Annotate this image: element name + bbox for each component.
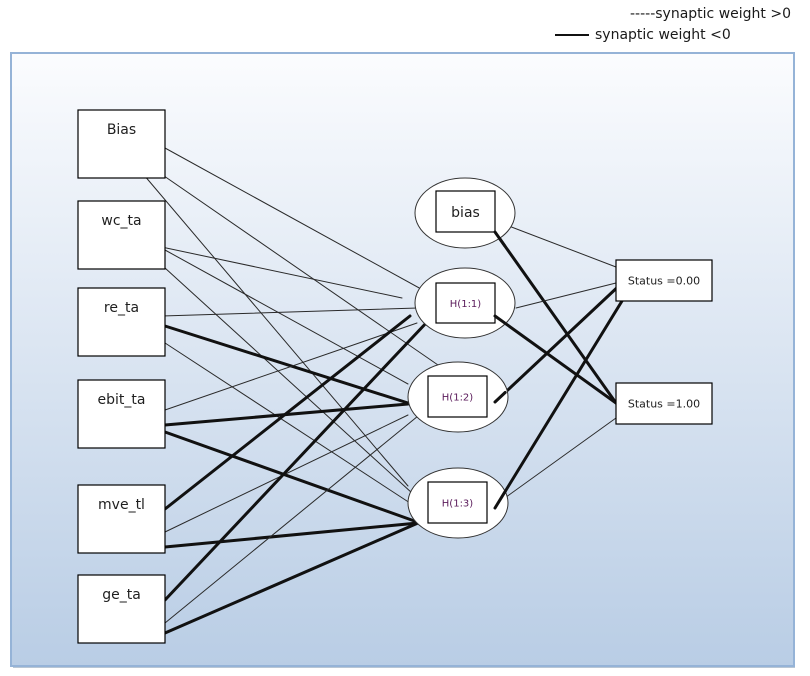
connection-in_wc_ta-to-h13-positive [164, 267, 413, 494]
output-node-out1: Status =1.00 [615, 382, 713, 425]
input-node-box [77, 287, 166, 357]
connection-overlay-h12-to-out0 [493, 390, 507, 404]
input-node-label: ebit_ta [98, 392, 146, 408]
connections-layer [137, 147, 624, 635]
hidden-node-label: H(1:2) [442, 392, 474, 403]
output-node-box [615, 259, 713, 302]
hidden-node-h13: H(1:3) [407, 467, 509, 539]
connection-in_wc_ta-to-h11-positive [137, 241, 403, 299]
connection-in_re_ta-to-h12-negative [163, 324, 410, 405]
input-node-label: ge_ta [102, 587, 141, 603]
connection-h12-to-out0-negative [493, 281, 624, 404]
output-node-label: Status =1.00 [628, 398, 700, 411]
hidden-node-box [435, 190, 496, 233]
output-node-label: Status =0.00 [628, 275, 700, 288]
hidden-node-box [427, 481, 488, 524]
input-node-box [77, 379, 166, 449]
connection-overlay-h13-to-out0 [493, 489, 507, 510]
connection-overlay-h11-to-out1 [493, 314, 507, 325]
connection-in_ebit_ta-to-h11-positive [164, 322, 418, 411]
input-node-ebit_ta: ebit_ta [77, 379, 166, 449]
hidden-node-box [427, 375, 488, 418]
input-node-mve_tl: mve_tl [77, 484, 166, 554]
connection-in_bias-to-h13-positive [137, 167, 409, 487]
connection-h_bias-to-out1-negative [493, 230, 618, 405]
input-node-wc_ta: wc_ta [77, 200, 166, 270]
legend-negative-weight: synaptic weight <0 [555, 27, 731, 43]
input-node-label: re_ta [104, 300, 139, 316]
legend-positive-label: -----synaptic weight >0 [630, 6, 791, 22]
connection-in_ge_ta-to-h11-negative [163, 319, 430, 602]
output-node-out0: Status =0.00 [615, 259, 713, 302]
hidden-node-box [435, 282, 496, 324]
nodes-layer: Bias wc_ta re_ta ebit_ta mve_tl ge_ta biasH(1:… [77, 109, 713, 644]
legend-solid-line-sample [555, 34, 589, 36]
input-node-re_ta: re_ta [77, 287, 166, 357]
hidden-node-h_bias: bias [414, 177, 516, 249]
connection-in_mve_tl-to-h13-negative [163, 521, 420, 549]
connection-in_bias-to-h11-positive [164, 147, 433, 296]
connection-in_ebit_ta-to-h13-negative [163, 430, 422, 525]
legend-positive-weight: -----synaptic weight >0 [630, 6, 791, 22]
input-node-box [77, 109, 166, 179]
hidden-node-label: bias [451, 205, 480, 221]
hidden-node-h11: H(1:1) [414, 267, 516, 339]
connection-h13-to-out1-positive [501, 417, 617, 501]
connection-overlay-h_bias-to-out1 [493, 230, 507, 248]
hidden-node-label: H(1:3) [442, 498, 474, 509]
input-node-label: Bias [107, 122, 136, 138]
connection-in_mve_tl-to-h12-positive [164, 414, 409, 533]
hidden-node-h12: H(1:2) [407, 361, 509, 433]
connection-in_bias-to-h12-positive [137, 157, 439, 366]
output-node-box [615, 382, 713, 425]
input-node-bias: Bias [77, 109, 166, 179]
legend-negative-label: synaptic weight <0 [595, 27, 731, 43]
connection-in_mve_tl-to-h11-negative [163, 314, 412, 511]
input-node-box [77, 200, 166, 270]
input-node-label: wc_ta [101, 213, 141, 229]
connection-in_wc_ta-to-h12-positive [164, 249, 409, 385]
input-node-box [77, 574, 166, 644]
connection-h11-to-out1-negative [493, 314, 618, 405]
connection-in_ge_ta-to-h12-positive [164, 415, 419, 624]
connection-in_re_ta-to-h13-positive [161, 340, 411, 504]
input-node-box [77, 484, 166, 554]
input-node-label: mve_tl [98, 497, 145, 513]
hidden-node-label: H(1:1) [450, 299, 482, 310]
connection-h11-to-out0-positive [515, 282, 617, 309]
connection-in_ge_ta-to-h13-negative [163, 521, 420, 635]
connection-h13-to-out0-negative [493, 299, 624, 510]
input-node-ge_ta: ge_ta [77, 574, 166, 644]
connection-in_re_ta-to-h11-positive [161, 307, 419, 317]
